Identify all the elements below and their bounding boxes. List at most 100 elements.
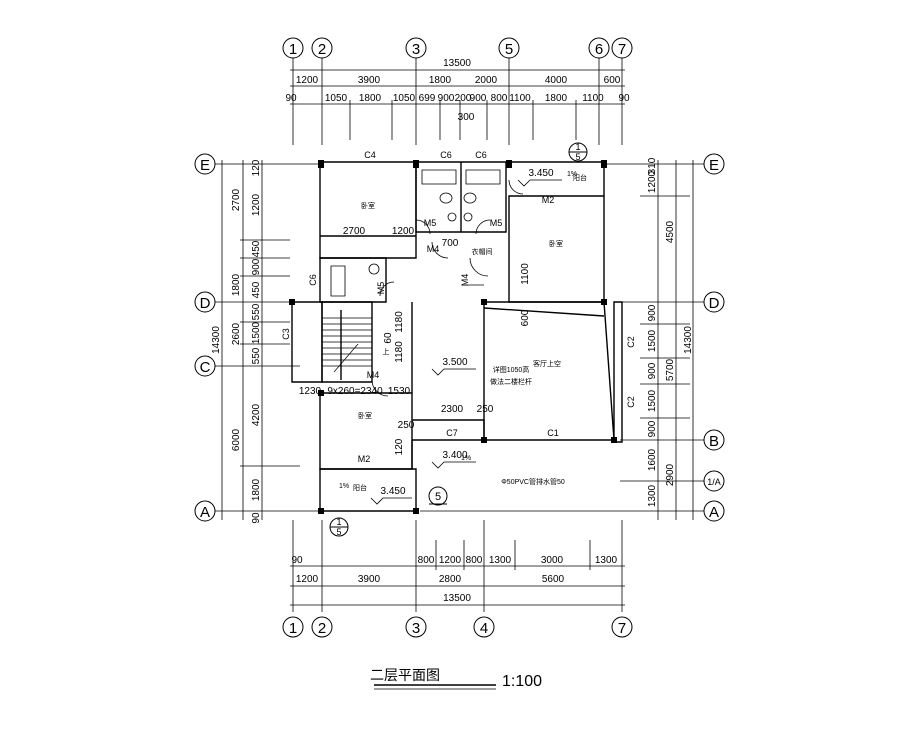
tag-m2a: M2 — [542, 195, 555, 205]
room-balcony-2: 阳台 — [353, 483, 367, 492]
dim-bot-r1-1: 800 — [418, 555, 435, 566]
door-swings — [372, 180, 523, 396]
dim-top-r2-sub: 300 — [458, 112, 475, 123]
slope-1: 1% — [567, 171, 577, 178]
pipe-note: Φ50PVC管排水管50 — [501, 477, 565, 486]
dim-left-r2-2: 450 — [251, 240, 262, 257]
tag-m4a: M4 — [427, 244, 440, 254]
dim-right-r2-5: 1500 — [647, 389, 658, 412]
bathroom-fixtures — [331, 170, 500, 296]
dim-top-r1-2: 1800 — [429, 75, 452, 86]
axis-bot-3: 3 — [412, 620, 420, 637]
axis-bot-4: 4 — [480, 620, 488, 637]
dim-bot-r2-3: 5600 — [542, 574, 565, 585]
elev-3450-top: 3.450 — [528, 168, 553, 179]
dim-bot-r1-3: 800 — [466, 555, 483, 566]
note-600: 600 — [520, 309, 531, 326]
dim-left-r2-4: 450 — [251, 281, 262, 298]
tag-c2a: C2 — [626, 336, 636, 348]
dim-right-r2-7: 1600 — [647, 448, 658, 471]
note-2700: 2700 — [343, 226, 366, 237]
dim-left-r2-0: 120 — [251, 159, 262, 176]
dim-right-r2-3: 1500 — [647, 329, 658, 352]
dim-left-total: 14300 — [211, 326, 222, 354]
dim-right-total: 14300 — [683, 326, 694, 354]
tag-m5b: M5 — [490, 218, 503, 228]
section-3-num: 5 — [435, 491, 441, 503]
drawing-scale: 1:100 — [502, 673, 542, 690]
room-balcony-1: 阳台 — [573, 173, 587, 182]
tag-m5c: M5 — [376, 282, 386, 295]
section-2-num: 1 — [336, 517, 341, 527]
dim-right-r1-0: 4500 — [665, 220, 676, 243]
dim-left-r1-1: 1800 — [231, 273, 242, 296]
elev-3400: 3.400 — [442, 450, 467, 461]
tag-c6a: C6 — [440, 150, 452, 160]
dim-right-r2-1: 1200 — [647, 170, 658, 193]
dim-top-r2-2: 1800 — [359, 93, 382, 104]
dim-top-r2-1: 1050 — [325, 93, 348, 104]
dim-top-r2-10: 1800 — [545, 93, 568, 104]
dim-left-r2-5: 550 — [251, 303, 262, 320]
dim-bot-r2-2: 2800 — [439, 574, 462, 585]
dim-top-r2-8: 800 — [491, 93, 508, 104]
dim-left-r2-7: 550 — [251, 347, 262, 364]
dim-left-r2-8: 4200 — [251, 403, 262, 426]
left-dimension-lines — [215, 160, 320, 520]
tag-m4b: M4 — [460, 274, 470, 287]
dim-right-r2-6: 900 — [647, 420, 658, 437]
dim-bot-r1-6: 1300 — [595, 555, 618, 566]
dim-bot-r1-0: 90 — [291, 555, 303, 566]
dim-top-r2-12: 90 — [618, 93, 630, 104]
dim-bot-r1-4: 1300 — [489, 555, 512, 566]
dim-top-r2-7: 900 — [470, 93, 487, 104]
dim-right-r1-1: 5700 — [665, 358, 676, 381]
axis-right-A: A — [709, 504, 719, 521]
axis-top-2: 2 — [318, 41, 326, 58]
note-1200: 1200 — [392, 226, 415, 237]
right-axis-bubbles — [704, 154, 724, 521]
bottom-dimension-lines — [290, 520, 625, 612]
note-250b: 250 — [398, 420, 415, 431]
room-bedroom-2: 卧室 — [549, 239, 563, 248]
dim-right-r2-2: 900 — [647, 304, 658, 321]
elev-3500: 3.500 — [442, 357, 467, 368]
dim-bot-r1-5: 3000 — [541, 555, 564, 566]
section-2-sheet: 5 — [336, 527, 341, 537]
note-1180b: 1180 — [394, 341, 405, 363]
axis-right-1A: 1/A — [707, 477, 721, 487]
note-1180a: 1180 — [394, 311, 405, 333]
stair-up-label: 上 — [383, 347, 390, 356]
bottom-axis-bubbles — [283, 617, 632, 637]
dim-left-r1-2: 2600 — [231, 322, 242, 345]
note-stair-run: 9x260=2340 — [327, 386, 383, 397]
tag-m4c: M4 — [367, 370, 380, 380]
top-axis-bubbles — [283, 38, 632, 58]
axis-left-C: C — [200, 359, 211, 376]
room-cloak: 衣帽间 — [472, 247, 493, 256]
dim-right-r2-0: 310 — [647, 157, 658, 174]
walls — [292, 162, 622, 511]
stair-treads — [322, 318, 372, 372]
void-note-1: 详图1050高 — [493, 365, 530, 374]
axis-right-E: E — [709, 157, 719, 174]
dim-bot-r2-1: 3900 — [358, 574, 381, 585]
dim-left-r1-0: 2700 — [231, 188, 242, 211]
axis-bot-2: 2 — [318, 620, 326, 637]
dim-left-r2-6: 1500 — [251, 321, 262, 344]
slope-3: 1% — [461, 455, 471, 462]
dim-top-r1-3: 2000 — [475, 75, 498, 86]
note-700: 700 — [442, 238, 459, 249]
axis-top-3: 3 — [412, 41, 420, 58]
dim-right-r2-4: 900 — [647, 362, 658, 379]
dim-top-r2-4: 699 — [419, 93, 436, 104]
note-1100: 1100 — [520, 263, 531, 285]
dim-left-r2-1: 1200 — [251, 193, 262, 216]
dim-left-r2-10: 90 — [251, 512, 262, 524]
right-dimension-lines — [420, 160, 704, 520]
tag-m5a: M5 — [424, 218, 437, 228]
dim-top-r2-9: 1100 — [509, 93, 531, 104]
columns — [289, 160, 617, 514]
tag-c1: C1 — [547, 428, 559, 438]
dim-left-r2-9: 1800 — [251, 478, 262, 501]
